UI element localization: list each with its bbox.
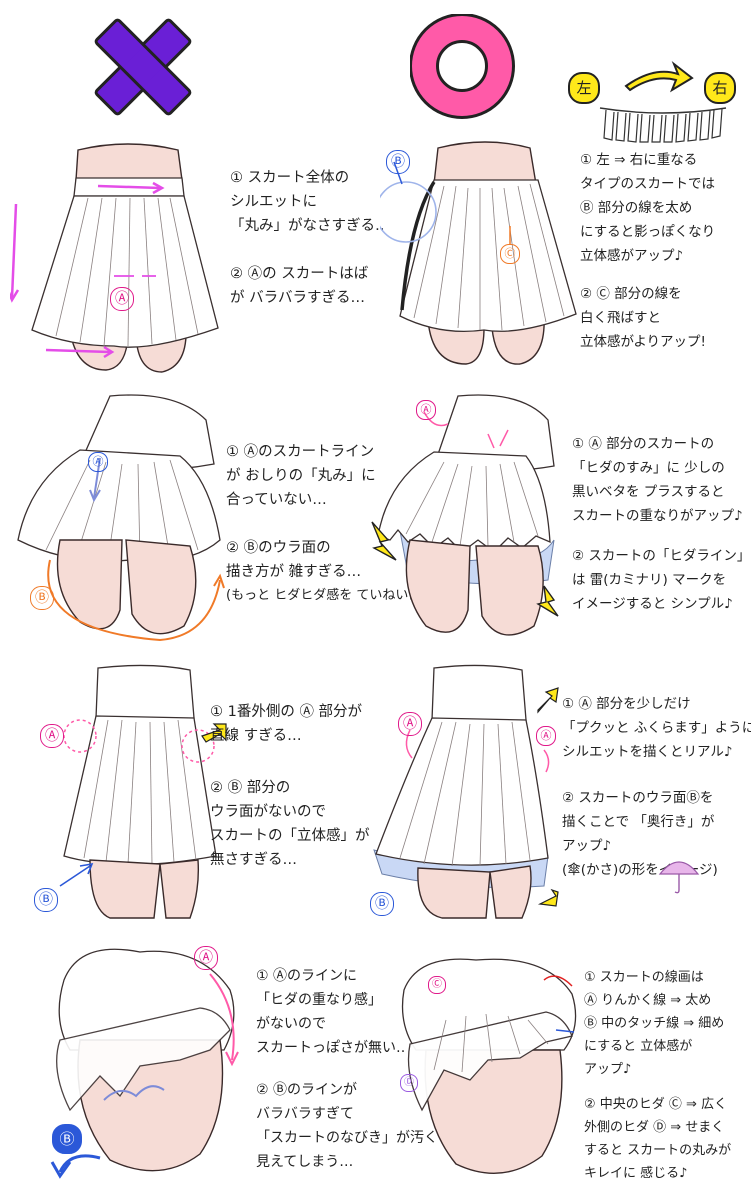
label-a-badge: Ⓐ [194, 946, 218, 970]
label-a-badge: Ⓐ [88, 452, 108, 472]
row2-good-note: ① Ⓐ 部分のスカートの 「ヒダのすみ」に 少しの 黒いベタを プラスすると ス… [572, 432, 750, 616]
note-line: が バラバラすぎる… [230, 290, 365, 306]
note-line: (もっと ヒダヒダ感を ていねいに!) [226, 588, 432, 603]
note-line: が おしりの「丸み」に [226, 468, 376, 484]
label-b-badge: Ⓑ [386, 150, 410, 174]
note-line: Ⓑ 中のタッチ線 ⇒ 細め [584, 1016, 725, 1031]
note-line: タイプのスカートでは [580, 176, 715, 192]
note-line: ② 中央のヒダ Ⓒ ⇒ 広く [584, 1097, 728, 1112]
label-c-badge: Ⓒ [500, 244, 520, 264]
good-skirt-back-illustration [371, 394, 559, 636]
label-a-badge: Ⓐ [416, 400, 436, 420]
label-a-badge: Ⓐ [40, 724, 64, 748]
note-line: がないので [256, 1016, 326, 1032]
note-line: 立体感がアップ♪ [580, 248, 684, 264]
label-c-badge: Ⓒ [428, 976, 446, 994]
note-line: キレイに 感じる♪ [584, 1166, 688, 1181]
right-arrow-icon [624, 60, 694, 93]
note-line: ② Ⓒ 部分の線を [580, 286, 682, 302]
direction-right-badge: 右 [704, 72, 736, 104]
note-line: 「丸み」がなさすぎる‥ [230, 218, 385, 234]
note-line: 無さすぎる… [210, 852, 297, 868]
note-line: ウラ面がないので [210, 804, 326, 820]
label-b-badge: Ⓑ [34, 888, 58, 912]
note-line: にすると影っぽくなり [580, 224, 716, 240]
label-a-badge: Ⓐ [536, 726, 556, 746]
cross-mark-icon [94, 18, 192, 116]
row4-good-note: ① スカートの線画は Ⓐ りんかく線 ⇒ 太め Ⓑ 中のタッチ線 ⇒ 細め にす… [584, 966, 731, 1185]
note-line: ① 左 ⇒ 右に重なる [580, 152, 698, 168]
bad-skirt-low-angle-illustration [50, 948, 239, 1179]
label-b-badge: Ⓑ [30, 586, 54, 610]
label-a-badge: Ⓐ [110, 287, 134, 311]
note-line: は 雷(カミナリ) マークを [572, 572, 727, 588]
good-skirt-front-illustration [380, 141, 577, 365]
note-line: ② スカートのウラ面Ⓑを [562, 790, 714, 806]
note-line: ② Ⓑのウラ面の [226, 540, 331, 556]
note-line: 見えてしまう… [256, 1154, 354, 1170]
note-line: ① Ⓐのスカートライン [226, 444, 375, 460]
note-line: ① Ⓐ 部分を少しだけ [562, 696, 691, 712]
row1-good-note: ① 左 ⇒ 右に重なる タイプのスカートでは Ⓑ 部分の線を太め にすると影っぽ… [580, 148, 715, 354]
note-line: 合っていない… [226, 492, 327, 508]
note-line: ① Ⓐのラインに [256, 968, 358, 984]
note-line: ① スカートの線画は [584, 970, 704, 985]
row3-good-note: ① Ⓐ 部分を少しだけ 「プクッと ふくらます」ように シルエットを描くとリアル… [562, 692, 751, 882]
direction-left-badge: 左 [568, 72, 600, 104]
label-b-badge: Ⓑ [370, 892, 394, 916]
note-line: シルエットに [230, 194, 317, 210]
note-line: 外側のヒダ Ⓓ ⇒ せまく [584, 1120, 725, 1135]
note-line: 立体感がよりアップ! [580, 334, 706, 350]
note-line: ② Ⓐの スカートはば [230, 266, 369, 282]
note-line: 「ヒダのすみ」に 少しの [572, 460, 725, 476]
note-line: ① 1番外側の Ⓐ 部分が [210, 704, 363, 720]
pleat-overlap-diagram [599, 107, 727, 143]
row4-bad-note: ① Ⓐのラインに 「ヒダの重なり感」 がないので スカートっぽさが無い‥ ② Ⓑ… [256, 964, 438, 1174]
bad-skirt-side-illustration [59, 664, 227, 919]
good-skirt-low-angle-illustration [401, 958, 577, 1174]
note-line: 白く飛ばすと [580, 310, 661, 326]
note-line: 「プクッと ふくらます」ように [562, 720, 751, 736]
row1-bad-note: ① スカート全体の シルエットに 「丸み」がなさすぎる‥ ② Ⓐの スカートはば… [230, 166, 385, 310]
note-line: 「スカートのなびき」が汚く [256, 1130, 438, 1146]
note-line: スカートの重なりがアップ♪ [572, 508, 743, 524]
note-line: アップ♪ [562, 838, 612, 854]
note-line: ② Ⓑのラインが [256, 1082, 358, 1098]
note-line: シルエットを描くとリアル♪ [562, 744, 733, 760]
label-d-badge: Ⓓ [400, 1074, 418, 1092]
bad-skirt-back-illustration [17, 394, 225, 642]
good-skirt-side-illustration [373, 664, 559, 919]
note-line: にすると 立体感が [584, 1039, 693, 1054]
note-line: スカートっぽさが無い‥ [256, 1040, 406, 1056]
umbrella-icon [658, 861, 700, 894]
note-line: 黒いベタを プラスすると [572, 484, 725, 500]
row3-bad-note: ① 1番外側の Ⓐ 部分が 直線 すぎる… ② Ⓑ 部分の ウラ面がないので ス… [210, 700, 370, 872]
note-line: すると スカートの丸みが [584, 1143, 732, 1158]
note-line: Ⓑ 部分の線を太め [580, 200, 693, 216]
note-line: イメージすると シンプル♪ [572, 596, 733, 612]
label-b-badge: Ⓑ [52, 1124, 82, 1154]
note-line: ② Ⓑ 部分の [210, 780, 291, 796]
label-a-badge: Ⓐ [398, 712, 422, 736]
note-line: Ⓐ りんかく線 ⇒ 太め [584, 993, 712, 1008]
note-line: 描くことで 「奥行き」が [562, 814, 715, 830]
note-line: スカートの「立体感」が [210, 828, 370, 844]
bad-skirt-front-illustration [10, 143, 219, 373]
note-line: 「ヒダの重なり感」 [256, 992, 382, 1008]
note-line: ① Ⓐ 部分のスカートの [572, 436, 715, 452]
note-line: ② スカートの「ヒダライン」 [572, 548, 751, 564]
note-line: バラバラすぎて [256, 1106, 354, 1122]
note-line: 直線 すぎる… [210, 728, 302, 744]
note-line: ① スカート全体の [230, 170, 350, 186]
note-line: アップ♪ [584, 1062, 632, 1077]
row2-bad-note: ① Ⓐのスカートライン が おしりの「丸み」に 合っていない… ② Ⓑのウラ面の… [226, 440, 432, 608]
note-line: 描き方が 雑すぎる… [226, 564, 362, 580]
circle-mark-icon [410, 14, 515, 119]
